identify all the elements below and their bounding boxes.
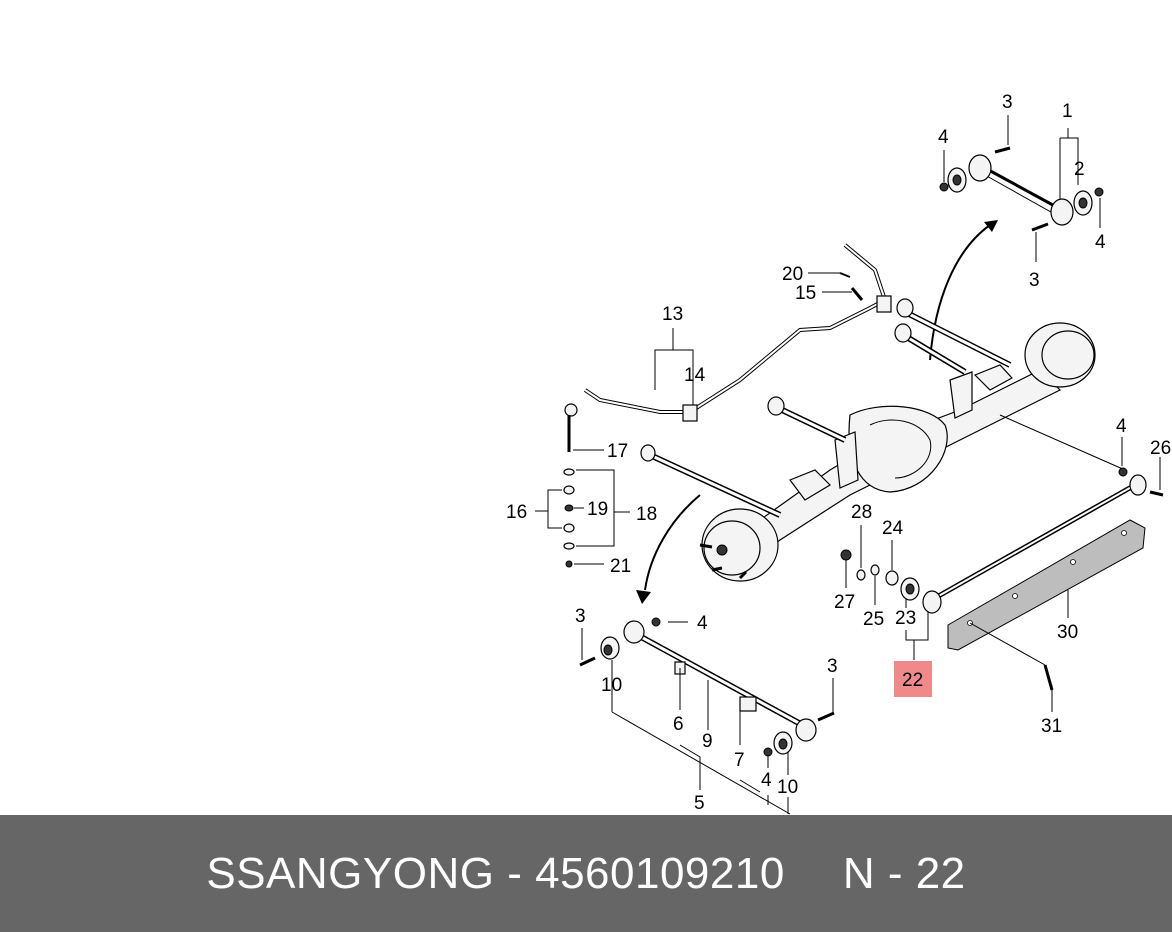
callout-17: 17 bbox=[607, 441, 628, 462]
callout-13: 13 bbox=[662, 304, 683, 325]
callout-28: 28 bbox=[851, 502, 872, 523]
part-caption-bar: SSANGYONG - 4560109210 N - 22 bbox=[0, 815, 1172, 932]
lower-arms-on-axle bbox=[640, 298, 1012, 518]
brand-name: SSANGYONG bbox=[206, 848, 495, 898]
callout-4: 4 bbox=[761, 770, 772, 791]
callout-30: 30 bbox=[1057, 622, 1078, 643]
callout-20: 20 bbox=[782, 264, 803, 285]
callout-4: 4 bbox=[697, 613, 708, 634]
callout-25: 25 bbox=[863, 609, 884, 630]
callout-21: 21 bbox=[610, 556, 631, 577]
callout-1: 1 bbox=[1062, 101, 1073, 122]
upper-arm-exploded bbox=[939, 146, 1104, 232]
lower-arm-exploded bbox=[579, 617, 835, 757]
callout-9: 9 bbox=[702, 731, 713, 752]
callout-3: 3 bbox=[827, 656, 838, 677]
callout-5: 5 bbox=[694, 793, 705, 814]
callout-15: 15 bbox=[795, 283, 816, 304]
callout-22: 22 bbox=[902, 670, 923, 691]
callout-labels: 1 2 3 4 4 3 26 4 20 15 13 14 17 16 19 18… bbox=[506, 92, 1171, 814]
diagram-reference: N - 22 bbox=[842, 848, 966, 898]
highlight-box-22 bbox=[894, 661, 932, 697]
stabilizer-bar bbox=[583, 243, 892, 422]
rear-suspension-diagram: 1 2 3 4 4 3 26 4 20 15 13 14 17 16 19 18… bbox=[506, 92, 1171, 815]
callout-3: 3 bbox=[1029, 270, 1040, 291]
callout-4: 4 bbox=[938, 127, 949, 148]
callout-7: 7 bbox=[734, 750, 745, 771]
callout-4: 4 bbox=[1116, 416, 1127, 437]
callout-2: 2 bbox=[1074, 159, 1085, 180]
callout-26: 26 bbox=[1150, 438, 1171, 459]
stabilizer-link-parts bbox=[563, 403, 578, 568]
axle-housing bbox=[699, 322, 1096, 582]
part-number: 4560109210 bbox=[535, 848, 785, 898]
callout-24: 24 bbox=[882, 518, 904, 539]
callout-3: 3 bbox=[575, 606, 586, 627]
callout-23: 23 bbox=[895, 608, 916, 629]
caption-dash: - bbox=[507, 848, 523, 898]
callout-16: 16 bbox=[506, 502, 527, 523]
lateral-rod bbox=[840, 414, 1164, 614]
leader-lines bbox=[535, 115, 1161, 815]
callout-6: 6 bbox=[673, 714, 684, 735]
callout-3: 3 bbox=[1002, 92, 1013, 113]
callout-10: 10 bbox=[777, 777, 798, 798]
guard-plate bbox=[947, 519, 1146, 691]
callout-31: 31 bbox=[1041, 716, 1062, 737]
callout-14: 14 bbox=[684, 365, 706, 386]
callout-10: 10 bbox=[601, 675, 622, 696]
callout-18: 18 bbox=[636, 504, 657, 525]
callout-27: 27 bbox=[834, 592, 855, 613]
callout-4: 4 bbox=[1095, 232, 1106, 253]
callout-19: 19 bbox=[587, 499, 608, 520]
